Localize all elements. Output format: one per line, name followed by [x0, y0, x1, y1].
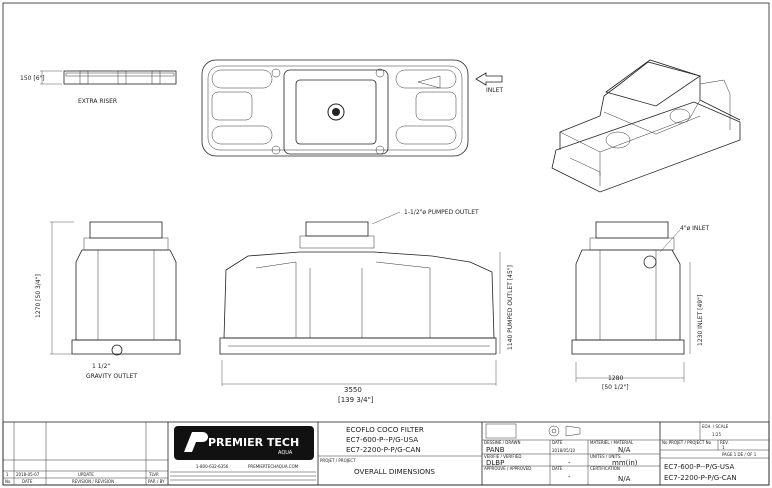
isometric-view	[551, 59, 741, 193]
rev-row-no: 1	[6, 472, 9, 477]
sheet-title: OVERALL DIMENSIONS	[354, 467, 435, 476]
drawing-title-block: ECOFLO COCO FILTER EC7-600-P--P/G-USA EC…	[318, 422, 483, 485]
company-phone: 1-800-632-6356	[196, 464, 229, 469]
project-number-block: ECH. / SCALE 1:25 No PROJET / PROJECT No…	[660, 422, 769, 482]
units-value: mm(in)	[612, 459, 638, 467]
approved-date: -	[568, 473, 571, 481]
rev-header-date: DATE	[22, 479, 33, 484]
drawn-date: 2018/05/10	[552, 448, 576, 453]
rev-header-no: No	[5, 479, 11, 484]
project-label: PROJET / PROJECT	[320, 458, 356, 463]
scale-value: 1:25	[712, 432, 721, 437]
front-view: 3550 [139 3/4"] 1-1/2"ø PUMPED OUTLET 11…	[219, 209, 514, 404]
extra-riser-label: EXTRA RISER	[78, 98, 117, 105]
top-view: INLET	[201, 59, 503, 157]
rev-row-date: 2018-05-07	[16, 472, 40, 477]
company-web: PREMIERTECHAQUA.COM	[248, 464, 299, 469]
width-in-label: [50 1/2"]	[602, 384, 629, 391]
gravity-outlet-label: GRAVITY OUTLET	[86, 373, 137, 380]
material-label: MATERIEL / MATERIAL	[590, 440, 634, 445]
right-side-view: 4"ø INLET 1280 [50 1/2"] 1230 INLET [49"…	[571, 221, 710, 391]
riser-height-label: 150 [6"]	[20, 75, 45, 82]
revision-table: 1 2018-05-07 UPDATE TLVR No DATE REVISIO…	[3, 422, 169, 485]
company-block: PREMIER TECH AQUA 1-800-632-6356 PREMIER…	[170, 422, 319, 485]
project-no-label: No PROJET / PROJECT No	[662, 440, 712, 445]
approved-label: APPROUVE / APPROVED	[484, 466, 531, 471]
rev-header-revision: REVISION / REVISION	[72, 479, 114, 484]
company-sub: AQUA	[278, 450, 293, 456]
inlet-top-label: INLET	[486, 87, 503, 94]
units-label: UNITES / UNITS	[590, 454, 621, 459]
material-value: N/A	[618, 446, 631, 454]
rev-label: REV.	[720, 440, 729, 445]
left-side-view: 1270 [50 3/4"] 1 1/2" GRAVITY OUTLET	[35, 221, 181, 380]
extra-riser-view: 150 [6"] EXTRA RISER	[20, 70, 177, 105]
drawn-label: DESSINE / DRAWN	[484, 440, 520, 445]
certification-value: N/A	[618, 475, 631, 483]
gravity-outlet-size: 1 1/2"	[92, 363, 110, 370]
scale-label: ECH. / SCALE	[702, 424, 729, 429]
pumped-outlet-label: 1-1/2"ø PUMPED OUTLET	[404, 209, 479, 216]
drawing-title-line-2: EC7-600-P--P/G-USA	[346, 435, 418, 444]
company-logo	[174, 426, 314, 460]
length-label: 3550	[344, 386, 362, 394]
rev-row-by: TLVR	[148, 472, 159, 477]
verified-label: VERIFIE / VERIFIED	[484, 454, 521, 459]
rev-header-by: PAR / BY	[148, 479, 165, 484]
length-in-label: [139 3/4"]	[338, 396, 374, 404]
title-block: 1 2018-05-07 UPDATE TLVR No DATE REVISIO…	[2, 421, 770, 486]
approved-date-label: DATE	[552, 466, 563, 471]
inlet-side-label: 4"ø INLET	[680, 225, 710, 232]
rev-row-revision: UPDATE	[78, 472, 94, 477]
total-height-label: 1270 [50 3/4"]	[35, 274, 42, 318]
approval-block: DESSINE / DRAWN PANB DATE 2018/05/10 VER…	[482, 422, 769, 485]
part-number-2: EC7-2200-P-P/G-CAN	[664, 474, 737, 482]
page-number: PAGE 1 DE / OF 1	[722, 452, 757, 457]
part-number-1: EC7-600-P--P/G-USA	[664, 463, 735, 471]
verified-by: DLBP	[486, 459, 504, 467]
verified-date: -	[568, 459, 571, 467]
certification-label: CERTIFICATION	[590, 466, 620, 471]
rev-value: 1	[722, 445, 725, 450]
width-label: 1280	[608, 375, 623, 382]
drawing-title-line-3: EC7-2200-P-P/G-CAN	[346, 445, 421, 454]
projection-symbol-icon	[548, 425, 560, 437]
drawn-date-label: DATE	[552, 440, 563, 445]
company-name: PREMIER TECH	[208, 436, 299, 449]
drawn-by: PANB	[486, 446, 505, 454]
drawing-title-line-1: ECOFLO COCO FILTER	[346, 425, 424, 434]
company-logo-mark	[184, 432, 208, 452]
inlet-height-label: 1230 INLET [49"]	[697, 295, 704, 346]
pumped-outlet-height-label: 1140 PUMPED OUTLET [45"]	[507, 265, 514, 350]
